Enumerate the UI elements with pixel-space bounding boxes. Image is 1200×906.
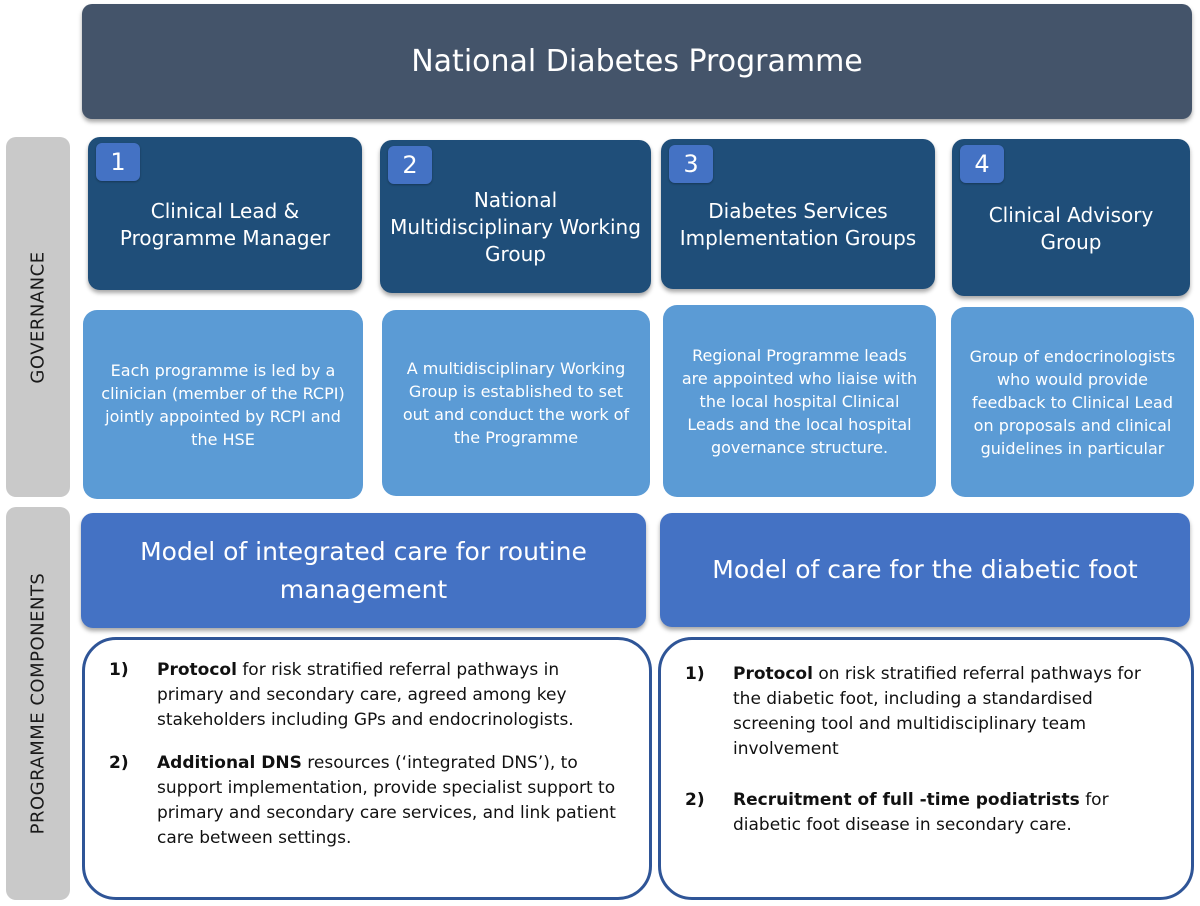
- list-item-emphasis: Protocol: [157, 660, 237, 680]
- governance-title: National Multidisciplinary Working Group: [390, 188, 641, 266]
- governance-description-4: Group of endocrinologists who would prov…: [951, 307, 1194, 497]
- list-item-emphasis: Additional DNS: [157, 753, 302, 773]
- list-item-number: 1): [685, 664, 705, 684]
- governance-box-implementation-groups: 3 Diabetes Services Implementation Group…: [661, 139, 935, 289]
- governance-label-text: GOVERNANCE: [27, 250, 49, 384]
- governance-number-badge: 4: [960, 145, 1004, 183]
- list-item: 1) Protocol on risk stratified referral …: [685, 662, 1169, 762]
- list-item-text: Additional DNS resources (‘integrated DN…: [157, 751, 627, 851]
- list-item-number: 2): [685, 790, 705, 810]
- governance-side-label: GOVERNANCE: [6, 137, 70, 497]
- list-item-text: Recruitment of full -time podiatrists fo…: [733, 788, 1169, 838]
- list-item-number: 1): [109, 660, 129, 680]
- list-item-emphasis: Protocol: [733, 664, 813, 684]
- integrated-care-component-list: 1) Protocol for risk stratified referral…: [82, 637, 652, 900]
- list-item: 2) Additional DNS resources (‘integrated…: [109, 751, 627, 851]
- list-item-text: Protocol for risk stratified referral pa…: [157, 658, 627, 733]
- programme-components-side-label: PROGRAMME COMPONENTS: [6, 507, 70, 900]
- list-item-body: for risk stratified referral pathways in…: [157, 660, 574, 730]
- page-title: National Diabetes Programme: [82, 4, 1192, 119]
- list-item-number: 2): [109, 753, 129, 773]
- list-item-emphasis: Recruitment of full -time podiatrists: [733, 790, 1080, 810]
- governance-title: Clinical Advisory Group: [988, 202, 1154, 254]
- programme-components-label-text: PROGRAMME COMPONENTS: [27, 572, 49, 835]
- list-item-text: Protocol on risk stratified referral pat…: [733, 662, 1169, 762]
- list-item-body: on risk stratified referral pathways for…: [733, 664, 1141, 759]
- list-item-body: resources (‘integrated DNS’), to support…: [157, 753, 616, 848]
- governance-description-2: A multidisciplinary Working Group is est…: [382, 310, 650, 496]
- governance-number-badge: 1: [96, 143, 140, 181]
- model-diabetic-foot: Model of care for the diabetic foot: [660, 513, 1190, 627]
- list-item: 2) Recruitment of full -time podiatrists…: [685, 788, 1169, 838]
- diabetic-foot-component-list: 1) Protocol on risk stratified referral …: [658, 637, 1194, 900]
- governance-title: Clinical Lead & Programme Manager: [119, 198, 331, 250]
- list-item: 1) Protocol for risk stratified referral…: [109, 658, 627, 733]
- governance-number-badge: 3: [669, 145, 713, 183]
- governance-box-clinical-lead: 1 Clinical Lead & Programme Manager: [88, 137, 362, 290]
- governance-number-badge: 2: [388, 146, 432, 184]
- governance-description-3: Regional Programme leads are appointed w…: [663, 305, 936, 497]
- governance-description-1: Each programme is led by a clinician (me…: [83, 310, 363, 499]
- governance-box-advisory-group: 4 Clinical Advisory Group: [952, 139, 1190, 296]
- governance-title: Diabetes Services Implementation Groups: [679, 199, 917, 250]
- model-integrated-care: Model of integrated care for routine man…: [81, 513, 646, 628]
- list-item-body: for diabetic foot disease in secondary c…: [733, 790, 1109, 835]
- governance-box-working-group: 2 National Multidisciplinary Working Gro…: [380, 140, 651, 293]
